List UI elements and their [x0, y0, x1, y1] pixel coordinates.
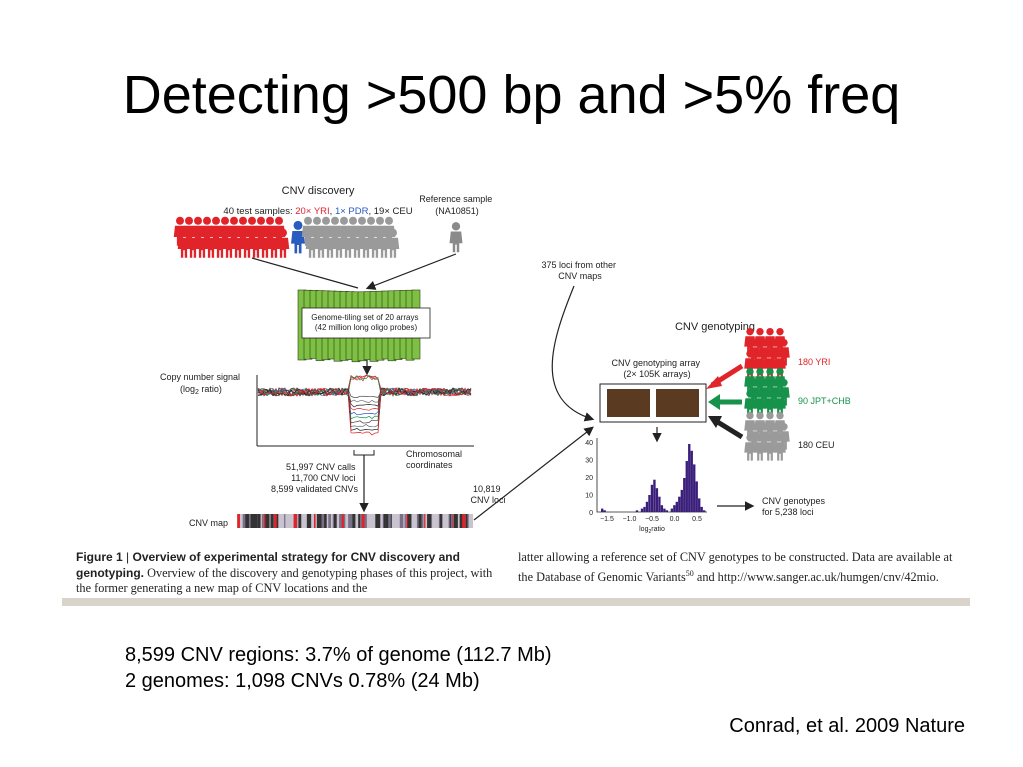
other-maps-label: 375 loci from other CNV maps [541, 260, 618, 281]
hist-bar [601, 508, 604, 512]
hist-x-tick: −1.0 [623, 516, 637, 523]
slide-title: Detecting >500 bp and >5% freq [122, 65, 901, 125]
log-ratio-histogram: 40 30 20 10 0 −1.5 −1.0 −0.5 0.0 0.5 log2ratio [585, 438, 707, 535]
hist-bar [675, 501, 678, 512]
hist-bar [688, 444, 691, 512]
hist-bar [653, 479, 656, 512]
hist-bar [643, 506, 646, 512]
hist-bar [700, 506, 703, 512]
figure-caption-right: latter allowing a reference set of CNV g… [518, 550, 968, 585]
hist-bar [603, 510, 606, 512]
cnv-map-label: CNV map [189, 518, 228, 528]
copy-number-traces [257, 374, 472, 436]
hist-y-tick: 20 [585, 475, 593, 482]
hist-bar [698, 498, 701, 512]
caption-right-text2: and http://www.sanger.ac.uk/humgen/cnv/4… [693, 569, 939, 584]
cnv-genotyping-label: CNV genotyping [675, 321, 755, 333]
hist-bar [685, 461, 688, 512]
hist-x-tick: 0.0 [670, 516, 680, 523]
hist-bar [670, 508, 674, 512]
genotyping-array-label: CNV genotyping array (2× 105K arrays) [611, 358, 702, 379]
samples-label: 40 test samples: 20× YRI, 1× PDR, 19× CE… [223, 206, 412, 217]
cnv-loci-label: 10,819 CNV loci [470, 484, 505, 505]
hist-xlabel: log2ratio [639, 526, 665, 535]
reference-person-icon [449, 222, 463, 253]
pop-yri-label: 180 YRI [798, 357, 830, 367]
caption-right-text: latter allowing a reference set of CNV g… [518, 550, 953, 584]
hist-y-tick: 10 [585, 493, 593, 500]
figure-diagram: CNV discovery 40 test samples: 20× YRI, … [160, 185, 851, 535]
hist-bar [683, 478, 686, 512]
yri-samples-crowd [173, 216, 290, 258]
hist-bar [693, 464, 696, 512]
hist-x-tick: −0.5 [645, 516, 659, 523]
cnv-calls-label: 51,997 CNV calls 11,700 CNV loci 8,599 v… [271, 462, 359, 494]
hist-bar [635, 510, 639, 512]
caption-left-text: Overview of the discovery and genotyping… [76, 565, 493, 596]
ceu-samples-crowd [301, 216, 400, 258]
hist-y-tick: 40 [585, 440, 593, 447]
pdr-sample-icon [291, 220, 305, 254]
copy-number-label: Copy number signal (log2 ratio) [160, 372, 243, 396]
hist-x-tick: −1.5 [600, 516, 614, 523]
hist-bar [663, 508, 666, 512]
citation: Conrad, et al. 2009 Nature [729, 715, 965, 737]
cnv-map-bar [237, 514, 473, 528]
hist-y-tick: 30 [585, 458, 593, 465]
stat-two-genomes: 2 genomes: 1,098 CNVs 0.78% (24 Mb) [125, 670, 480, 692]
hist-bar [640, 508, 644, 512]
pop-ceu-label: 180 CEU [798, 440, 835, 450]
hist-bar [690, 450, 693, 512]
caption-figure-number: Figure 1 [76, 550, 123, 564]
hist-bar [703, 510, 706, 512]
hist-bar [645, 501, 649, 512]
hist-bar [650, 484, 654, 512]
array-label: Genome-tiling set of 20 arrays (42 milli… [311, 313, 420, 332]
caption-reference: 50 [685, 568, 694, 578]
hist-bar [658, 496, 661, 512]
hist-bar [665, 510, 669, 512]
genotypes-label: CNV genotypes for 5,238 loci [762, 496, 828, 517]
stat-cnv-regions: 8,599 CNV regions: 3.7% of genome (112.7… [125, 644, 552, 666]
caption-heading: Overview of experimental strategy for CN… [76, 550, 460, 580]
reference-sample-label: Reference sample (NA10851) [419, 194, 495, 216]
cnv-discovery-label: CNV discovery [282, 185, 355, 197]
figure-panel: CNV discovery 40 test samples: 20× YRI, … [62, 170, 970, 606]
hist-bar [673, 505, 676, 512]
pop-jpt-label: 90 JPT+CHB [798, 396, 851, 406]
hist-bar [680, 489, 683, 512]
ceu-population-icon [744, 411, 790, 461]
hist-bar [695, 481, 698, 512]
figure-bottom-strip [62, 598, 970, 606]
hist-x-tick: 0.5 [692, 516, 702, 523]
hist-bar [660, 505, 664, 512]
figure-caption-left: Figure 1 | Overview of experimental stra… [76, 550, 506, 597]
hist-bar [678, 496, 681, 512]
hist-bar [648, 495, 651, 512]
hist-y-tick: 0 [589, 510, 593, 517]
chromosomal-label: Chromosomal coordinates [406, 449, 465, 470]
caption-separator: | [122, 550, 133, 564]
hist-bar [655, 488, 659, 512]
